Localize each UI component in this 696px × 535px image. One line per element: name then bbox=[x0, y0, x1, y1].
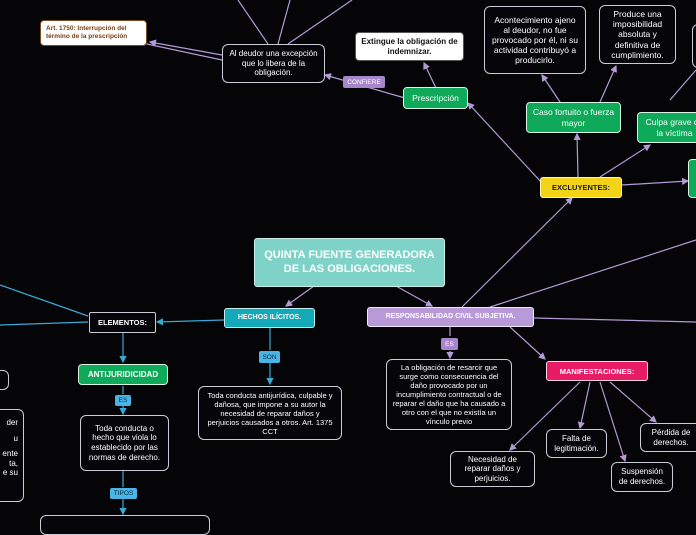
partial-text-3: ente bbox=[2, 449, 18, 459]
partial-left-large-node[interactable]: der u ente ta, e su bbox=[0, 409, 24, 502]
deudor-excepcion-node[interactable]: Al deudor una excepción que lo libera de… bbox=[222, 44, 325, 83]
excluyentes-node[interactable]: EXCLUYENTES: bbox=[540, 177, 622, 198]
conducta-antijuridica-node[interactable]: Toda conducta antijurídica, culpable y d… bbox=[198, 386, 342, 440]
partial-text-5: e su bbox=[2, 468, 18, 478]
extingue-node[interactable]: Extingue la obligación de indemnizar. bbox=[355, 32, 464, 61]
culpa-grave-node[interactable]: Culpa grave de la víctima bbox=[637, 112, 696, 143]
toda-conducta-node[interactable]: Toda conducta o hecho que viola lo estab… bbox=[80, 415, 169, 471]
connector-lines bbox=[0, 0, 696, 516]
es-label-responsabilidad: ES bbox=[441, 338, 458, 350]
acontecimiento-node[interactable]: Acontecimiento ajeno al deudor, no fue p… bbox=[484, 6, 586, 74]
partial-left-small-node[interactable] bbox=[0, 370, 9, 390]
produce-imposibilidad-node[interactable]: Produce una imposibilidad absoluta y def… bbox=[599, 5, 676, 64]
tipos-label: TIPOS bbox=[110, 488, 137, 499]
necesidad-reparar-node[interactable]: Necesidad de reparar daños y perjuicios. bbox=[450, 451, 535, 487]
prescripcion-node[interactable]: Prescripción bbox=[403, 87, 468, 109]
partial-right-node[interactable] bbox=[692, 24, 696, 68]
obligacion-resarcir-node[interactable]: La obligación de resarcir que surge como… bbox=[386, 359, 512, 430]
partial-text-2: u bbox=[13, 433, 18, 443]
suspension-node[interactable]: Suspensión de derechos. bbox=[611, 462, 673, 492]
caso-fortuito-node[interactable]: Caso fortuito o fuerza mayor bbox=[526, 102, 621, 133]
art-1750-node[interactable]: Art. 1750: Interrupción del término de l… bbox=[40, 20, 147, 46]
perdida-node[interactable]: Pérdida de derechos. bbox=[640, 423, 696, 452]
elementos-node[interactable]: ELEMENTOS: bbox=[89, 312, 156, 333]
antijuridicidad-node[interactable]: ANTIJURIDICIDAD bbox=[78, 364, 168, 385]
hechos-ilicitos-node[interactable]: HECHOS ILÍCITOS. bbox=[224, 308, 315, 328]
partial-green-node[interactable] bbox=[688, 159, 696, 198]
es-label-antijuridicidad: ES bbox=[115, 395, 131, 406]
manifestaciones-node[interactable]: MANIFESTACIONES: bbox=[546, 361, 648, 381]
partial-bottom-node[interactable] bbox=[40, 515, 210, 535]
falta-legitimacion-node[interactable]: Falta de legitimación. bbox=[546, 429, 607, 458]
quinta-fuente-node[interactable]: QUINTA FUENTE GENERADORA DE LAS OBLIGACI… bbox=[254, 238, 445, 287]
partial-text-4: ta, bbox=[9, 458, 18, 468]
son-label: SON bbox=[259, 351, 280, 363]
responsabilidad-node[interactable]: RESPONSABILIDAD CIVIL SUBJETIVA. bbox=[367, 307, 534, 327]
confiere-label: CONFIERE bbox=[343, 76, 385, 88]
partial-text-1: der bbox=[6, 418, 18, 427]
